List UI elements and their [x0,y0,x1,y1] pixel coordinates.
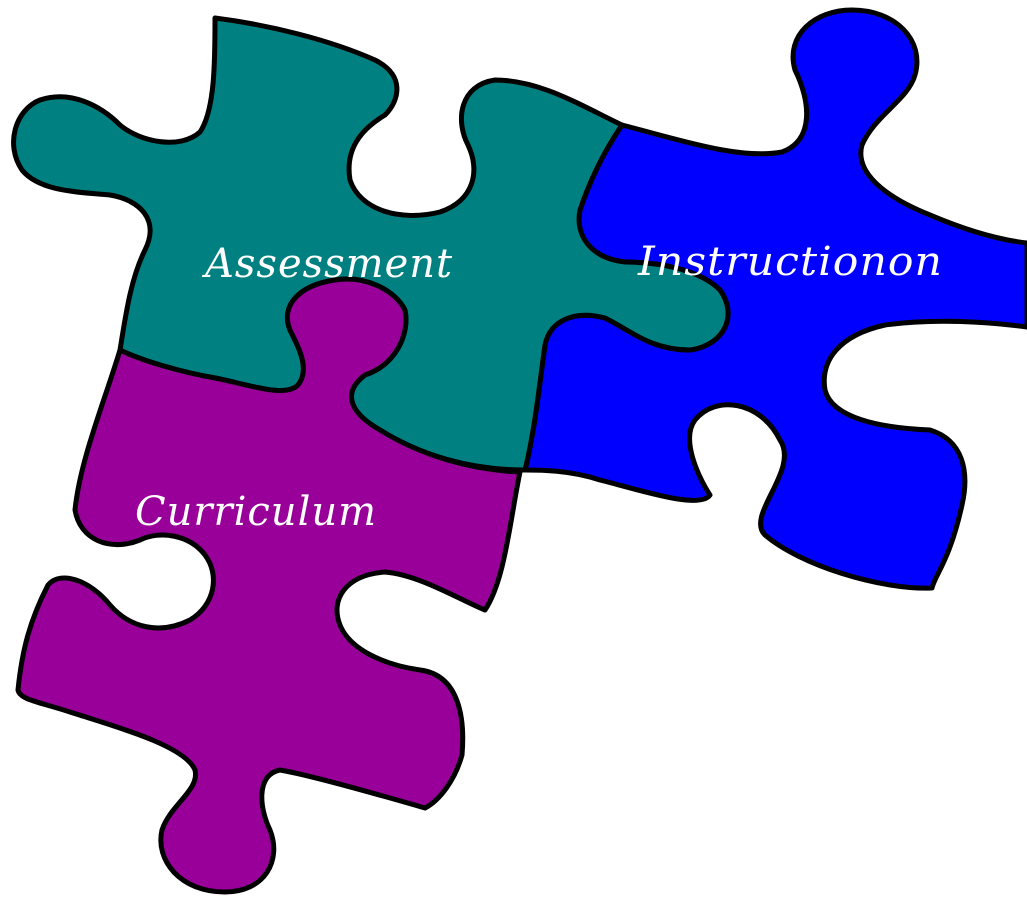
assessment-label: Assessment [201,241,453,287]
curriculum-label: Curriculum [135,489,377,535]
curriculum-piece [15,276,523,895]
instruction-label: Instructionon [637,239,943,285]
